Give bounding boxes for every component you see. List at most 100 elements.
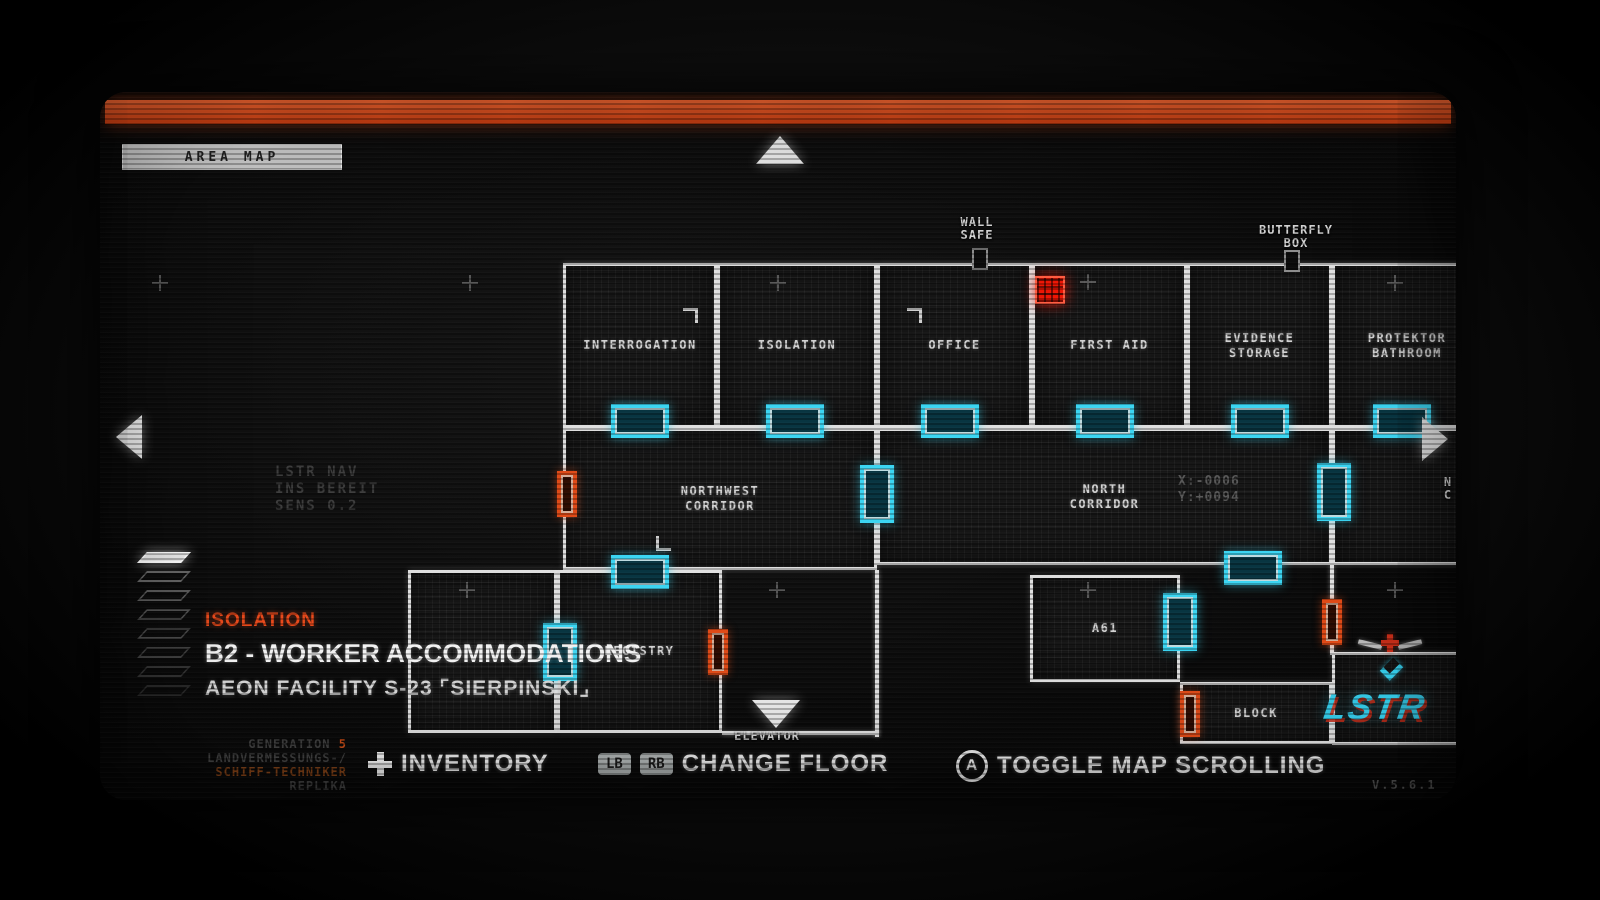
replika-info-line3: SCHIFF-TECHNIKER [215,765,347,779]
butterfly-box-marker [1284,250,1300,272]
room-room-southwest [408,570,557,733]
nav-status-text: LSTR NAV INS BEREIT SENS 0.2 [275,464,379,515]
floor-level-indicator [137,609,191,620]
header-accent-bar [105,100,1451,124]
scroll-up-arrow[interactable] [756,136,804,164]
wall-segment [875,570,879,737]
room-isolation: ISOLATION [717,263,877,428]
corner-mark-icon [656,536,671,551]
survey-cross-icon [769,582,785,598]
door-marker-cyan [611,555,669,589]
door-marker-cyan [611,404,669,438]
room-evidence-storage: EVIDENCE STORAGE [1187,263,1332,428]
room-a61: A61 [1030,575,1180,682]
floor-map: INTERROGATION ISOLATION OFFICE FIRST AID EVI… [100,92,1456,800]
room-northwest-corridor: NORTHWEST CORRIDOR [563,428,877,570]
door-marker-orange [1180,691,1200,737]
replika-info: GENERATION 5 LANDVERMESSUNGS-/ SCHIFF-TE… [172,737,347,793]
room-room-southeast [1332,652,1456,745]
inventory-hint: INVENTORY [368,750,549,778]
room-label-interrogation: INTERROGATION [583,338,697,352]
door-marker-cyan [860,465,894,523]
nav-status-line3: SENS 0.2 [275,498,359,514]
floor-level-indicator [137,666,191,677]
toggle-scroll-label: TOGGLE MAP SCROLLING [997,752,1326,779]
floor-level-indicator [137,590,191,601]
door-marker-cyan [921,404,979,438]
inventory-label: INVENTORY [401,750,549,777]
floor-title: B2 - WORKER ACCOMMODATIONS [205,638,642,668]
room-block: BLOCK [1180,682,1332,744]
rb-button-icon: RB [639,753,673,775]
facility-name: AEON FACILITY S-23 ⌜SIERPINSKI⌟ [205,677,591,700]
door-marker-cyan [766,404,824,438]
crt-screen: AREA MAP INTERROGATION ISOLATION OFFICE FIR… [100,92,1456,800]
map-note-northeast-fragment: N C [1443,475,1453,502]
door-marker-orange [557,471,577,517]
room-registry: REGISTRY [557,570,722,733]
lb-button-icon: LB [598,753,631,775]
nav-status-line1: LSTR NAV [275,464,359,480]
faction-emblem-icon [1357,632,1423,688]
door-marker-cyan [1231,404,1289,438]
current-room-label: ISOLATION [205,610,317,631]
survey-cross-icon [459,582,475,598]
replika-info-generation: GENERATION 5 [248,737,347,751]
room-label-isolation: ISOLATION [757,338,837,352]
emblem-right-wing [1397,639,1423,650]
version-text: V.5.6.1 [1372,778,1437,792]
door-marker-cyan [1317,463,1351,521]
map-coordinate-y: Y:+0094 [1178,490,1240,505]
scroll-down-arrow[interactable] [752,700,800,728]
wall-safe-marker [972,248,988,270]
door-marker-cyan [543,623,577,681]
survey-cross-icon [462,275,478,291]
floor-level-indicator [137,628,191,639]
survey-cross-icon [1387,275,1403,291]
scroll-right-arrow[interactable] [1422,417,1448,461]
map-coordinates: X:-0006 Y:+0094 [1178,474,1240,506]
replika-info-line4: REPLIKA [289,779,347,793]
room-label-office: OFFICE [928,338,981,352]
toggle-scroll-hint: A TOGGLE MAP SCROLLING [956,750,1325,782]
area-map-title-box: AREA MAP [122,144,342,170]
a-button-icon: A [956,750,988,782]
room-label-evidence-storage: EVIDENCE STORAGE [1224,330,1295,360]
survey-cross-icon [1387,582,1403,598]
inventory-cross-icon [368,752,392,776]
emblem-cross-icon [1381,634,1399,652]
item-location-icon [1035,276,1065,304]
survey-cross-icon [1080,274,1096,290]
change-floor-hint: LB RB CHANGE FLOOR [598,750,888,778]
room-label-a61: A61 [1091,621,1119,635]
room-office: OFFICE [877,263,1032,428]
room-interrogation: INTERROGATION [563,263,717,428]
floor-level-indicator [137,647,191,658]
room-north-corridor: NORTH CORRIDOR [877,428,1332,565]
room-label-registry: REGISTRY [604,644,675,658]
emblem-left-wing [1357,639,1383,650]
map-note-butterfly-box: BUTTERFLY BOX [1258,223,1334,250]
door-marker-orange [1322,599,1342,645]
map-note-wall-safe: WALL SAFE [960,215,994,242]
room-label-north-corridor: NORTH CORRIDOR [1069,481,1140,511]
change-floor-label: CHANGE FLOOR [681,750,889,777]
floor-level-indicator [137,571,191,582]
survey-cross-icon [152,275,168,291]
controls-hint-bar: INVENTORY LB RB CHANGE FLOOR A TOGGLE MA… [100,746,1456,786]
room-label-northwest-corridor: NORTHWEST CORRIDOR [680,484,760,513]
room-protektor-bathroom: PROTEKTOR BATHROOM [1332,263,1456,428]
survey-cross-icon [1080,582,1096,598]
scroll-left-arrow[interactable] [116,415,142,459]
emblem-chevron-icon [1379,657,1404,681]
lstr-logo: LSTR [1321,686,1429,727]
map-note-elevator: ELEVATOR [734,729,800,743]
corner-mark-icon [683,308,698,323]
corner-mark-icon [907,308,922,323]
location-block: ISOLATION B2 - WORKER ACCOMMODATIONS AEO… [205,610,641,701]
room-label-first-aid: FIRST AID [1070,338,1149,352]
room-label-protektor-bathroom: PROTEKTOR BATHROOM [1367,330,1447,360]
door-marker-cyan [1163,593,1197,651]
floor-level-indicator [137,552,191,563]
